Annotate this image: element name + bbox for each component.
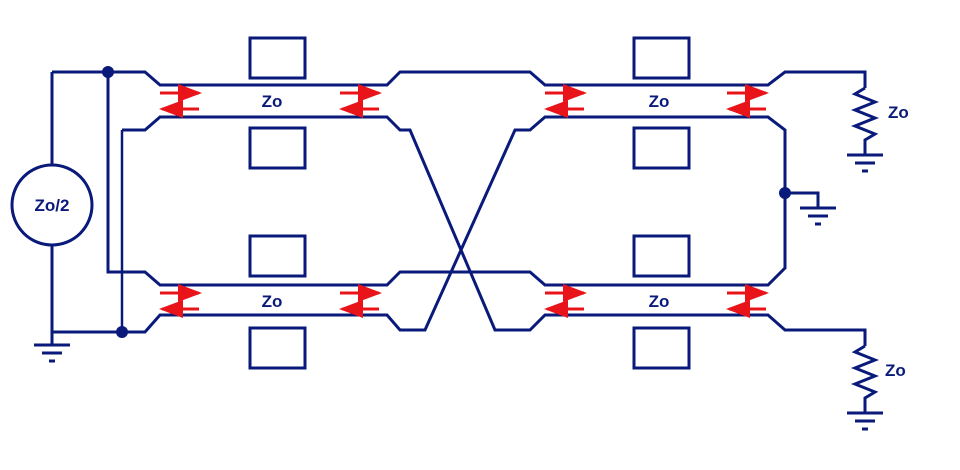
- wire: [785, 191, 820, 208]
- ground-plane-box: [248, 234, 307, 278]
- ground-plane-box: [632, 234, 691, 278]
- line1-top-conductor: [52, 70, 867, 88]
- line-impedance-label: Zo: [262, 292, 283, 311]
- junction-dot: [116, 326, 128, 338]
- ground-plane-box: [248, 36, 307, 80]
- resistor-icon: [850, 344, 880, 413]
- line-impedance-label: Zo: [649, 292, 670, 311]
- ground-icon: [800, 206, 836, 226]
- source-label: Zo/2: [35, 196, 70, 215]
- resistor-icon: [850, 86, 880, 155]
- ground-icon: [847, 411, 883, 431]
- ground-plane-box: [632, 326, 691, 370]
- load-resistor-label: Zo: [888, 103, 909, 122]
- ground-icon: [847, 153, 883, 173]
- line1-bottom-conductor: [122, 115, 867, 346]
- ground-plane-box: [632, 36, 691, 80]
- line2-top-conductor: [52, 72, 787, 334]
- junction-dot: [779, 187, 791, 199]
- ground-plane-box: [248, 126, 307, 170]
- load-resistor-label: Zo: [885, 361, 906, 380]
- ground-plane-box: [632, 126, 691, 170]
- ground-plane-box: [248, 326, 307, 370]
- ground-icon: [34, 343, 70, 363]
- source-circle: [10, 163, 94, 247]
- line-impedance-label: Zo: [649, 92, 670, 111]
- junction-dot: [102, 66, 114, 78]
- line-impedance-label: Zo: [262, 92, 283, 111]
